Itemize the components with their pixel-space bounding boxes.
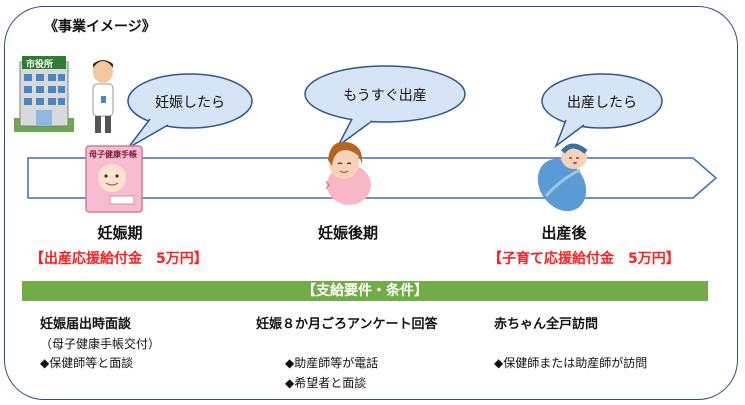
baby-icon xyxy=(537,143,588,212)
stage-after: 出産後 xyxy=(541,224,587,242)
city-hall-icon xyxy=(14,56,74,132)
stage-late: 妊娠後期 xyxy=(317,224,378,242)
col1-item: ◆保健師等と面談 xyxy=(40,356,134,370)
col3-title: 赤ちゃん全戸訪問 xyxy=(494,317,599,332)
benefit-birth-support: 【出産応援給付金 5万円】 xyxy=(30,251,208,267)
col1-subtitle: （母子健康手帳交付） xyxy=(40,337,161,351)
city-hall-sign: 市役所 xyxy=(26,60,54,70)
stage-early: 妊娠期 xyxy=(97,224,143,242)
speech-bubble-pregnant xyxy=(127,73,253,149)
pregnant-woman-icon xyxy=(325,141,371,205)
bubble-text-born: 出産したら xyxy=(567,95,637,111)
speech-bubble-born xyxy=(541,73,663,149)
col2-title: 妊娠８か月ごろアンケート回答 xyxy=(256,317,438,332)
speech-bubble-soon xyxy=(304,65,466,147)
handbook-title: 母子健康手帳 xyxy=(89,150,137,159)
col2-item-phone: ◆助産師等が電話 xyxy=(285,356,379,370)
bubble-text-soon: もうすぐ出産 xyxy=(343,88,427,104)
requirements-bar: 【支給要件・条件】 xyxy=(22,281,708,301)
benefit-childcare-support: 【子育て応援給付金 5万円】 xyxy=(488,251,680,267)
page-heading: 《事業イメージ》 xyxy=(44,19,156,35)
col2-item-interview: ◆希望者と面談 xyxy=(285,376,367,390)
outer-frame xyxy=(4,6,738,400)
handbook-icon xyxy=(85,145,143,213)
col3-item: ◆保健師または助産師が訪問 xyxy=(494,356,648,370)
staff-person-icon xyxy=(92,60,114,133)
col1-title: 妊娠届出時面談 xyxy=(40,317,132,332)
bubble-text-pregnant: 妊娠したら xyxy=(155,95,225,111)
